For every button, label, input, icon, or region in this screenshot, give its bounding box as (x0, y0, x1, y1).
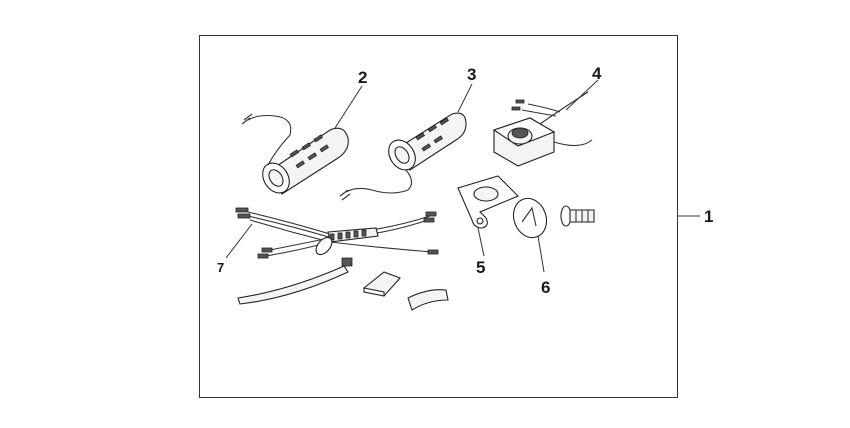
callout-6: 6 (541, 278, 550, 297)
callout-4: 4 (592, 64, 602, 83)
wiring-harness (235, 207, 439, 305)
left-heated-grip (241, 113, 349, 195)
heater-switch-unit (492, 91, 593, 167)
leader-line-6 (537, 235, 545, 273)
mounting-plate (457, 175, 519, 229)
leader-line-2 (334, 85, 363, 129)
mounting-bolt (560, 205, 595, 227)
switch-cover (512, 197, 548, 239)
leader-line-7 (225, 223, 253, 259)
right-heated-grip (339, 112, 467, 201)
callout-2: 2 (358, 68, 367, 87)
callout-1: 1 (704, 207, 713, 226)
leader-line-4 (565, 79, 599, 111)
callout-3: 3 (467, 65, 476, 84)
diagram-frame (199, 35, 678, 398)
callout-5: 5 (476, 258, 485, 277)
leader-line-5 (477, 227, 485, 257)
adhesive-pad (362, 271, 401, 297)
rubber-spacer (407, 289, 449, 311)
callout-7: 7 (217, 260, 224, 275)
leader-line-3 (457, 83, 473, 113)
